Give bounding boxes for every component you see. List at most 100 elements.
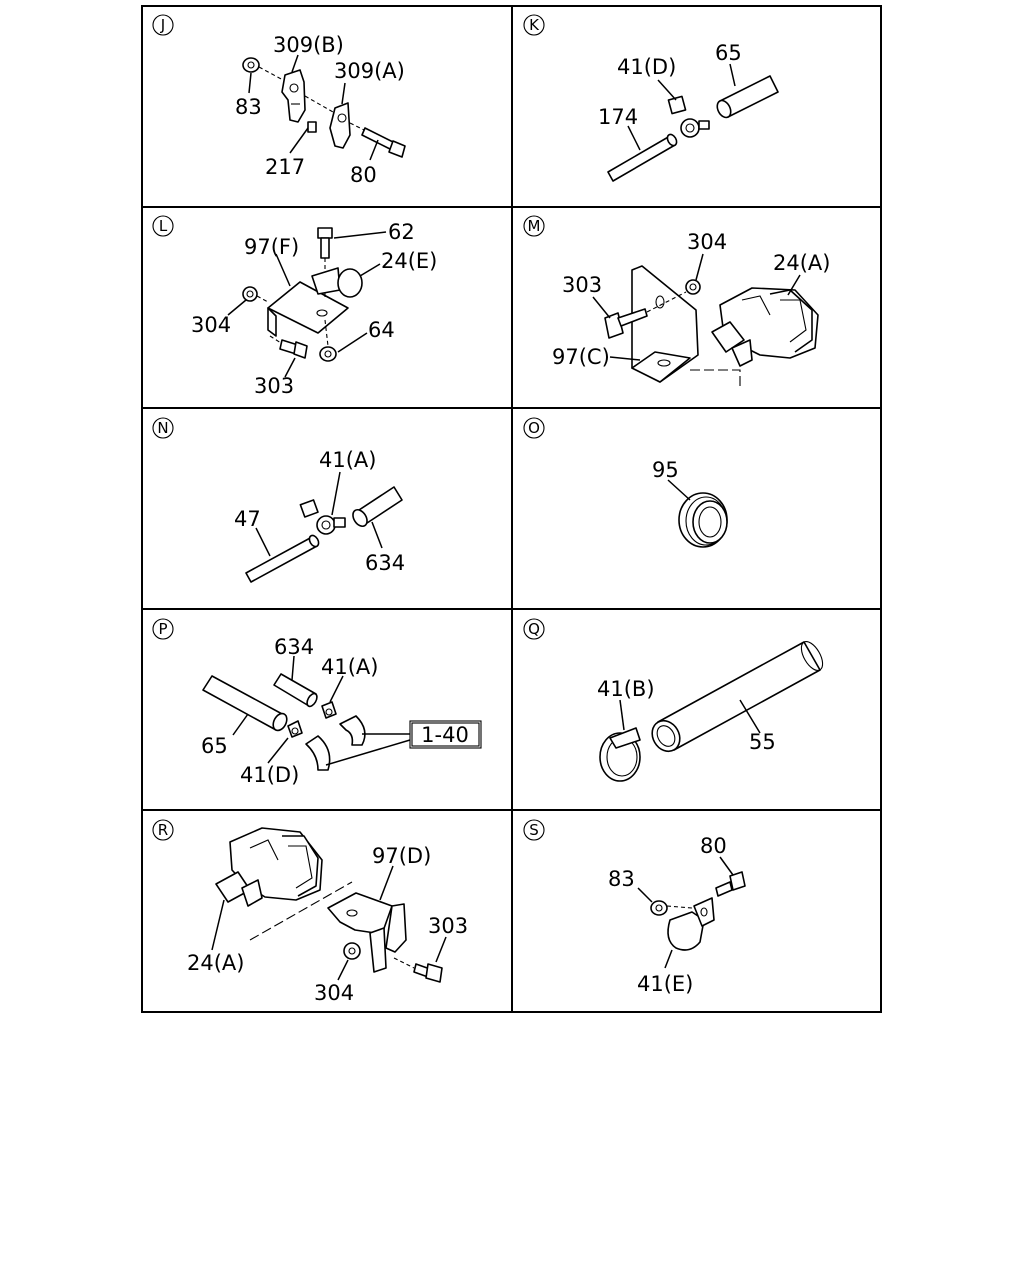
hose-icon xyxy=(352,486,403,528)
bracket-icon xyxy=(329,102,351,149)
panel-l: L xyxy=(152,215,437,398)
callout-label: 41(D) xyxy=(240,763,299,787)
panel-letter-j: J xyxy=(152,14,174,36)
hose-clamp-icon xyxy=(299,499,346,535)
svg-text:J: J xyxy=(160,16,165,34)
nut-icon xyxy=(343,942,361,960)
callout-label: 80 xyxy=(700,834,727,858)
callout-label: 174 xyxy=(598,105,638,129)
bracket-icon xyxy=(631,265,699,383)
callout-label: 47 xyxy=(234,507,261,531)
svg-text:P: P xyxy=(158,620,167,638)
pipe-icon xyxy=(607,133,678,182)
nut-icon xyxy=(242,57,260,73)
callout-label: 634 xyxy=(365,551,405,575)
hose-icon xyxy=(651,641,824,753)
callout-label: 62 xyxy=(388,220,415,244)
hose-icon xyxy=(716,75,779,119)
callout-label: 41(B) xyxy=(597,677,655,701)
panel-n: N 41(A) 47 634 xyxy=(152,417,405,583)
callout-label: 41(D) xyxy=(617,55,676,79)
grommet-icon xyxy=(678,492,728,548)
svg-text:O: O xyxy=(528,419,540,437)
hose-clamp-icon xyxy=(321,701,337,719)
nut-icon xyxy=(242,286,258,302)
svg-text:M: M xyxy=(528,217,541,235)
svg-text:S: S xyxy=(529,821,539,839)
panel-letter-k: K xyxy=(523,14,545,36)
panel-k: K 41(D) 65 174 xyxy=(523,14,779,182)
panel-m: M xyxy=(523,215,830,390)
callout-label: 634 xyxy=(274,635,314,659)
callout-label: 55 xyxy=(749,730,776,754)
panel-letter-p: P xyxy=(152,618,174,640)
panel-p: P 1-40 xyxy=(152,618,482,787)
svg-text:K: K xyxy=(529,16,540,34)
panel-letter-m: M xyxy=(523,215,545,237)
callout-label: 304 xyxy=(314,981,354,1005)
callout-label: 303 xyxy=(254,374,294,398)
callout-label: 65 xyxy=(715,41,742,65)
callout-label: 303 xyxy=(562,273,602,297)
bolt-icon xyxy=(279,339,308,359)
connector-icon xyxy=(711,287,819,367)
bolt-icon xyxy=(715,871,746,897)
hose-icon xyxy=(202,675,288,732)
hose-clip-icon xyxy=(667,897,715,951)
reference-box: 1-40 xyxy=(409,720,482,749)
hose-clamp-icon xyxy=(599,727,641,782)
pipe-icon xyxy=(245,534,320,583)
callout-label: 41(A) xyxy=(319,448,376,472)
callout-label: 83 xyxy=(608,867,635,891)
callout-label: 24(E) xyxy=(381,249,437,273)
callout-label: 304 xyxy=(191,313,231,337)
callout-label: 83 xyxy=(235,95,262,119)
callout-label: 65 xyxy=(201,734,228,758)
nut-icon xyxy=(685,279,701,295)
panel-q: Q 41(B) 55 xyxy=(523,618,824,782)
callout-label: 41(A) xyxy=(321,655,378,679)
bolt-icon xyxy=(413,963,443,983)
callout-label: 309(A) xyxy=(334,59,405,83)
callout-label: 64 xyxy=(368,318,395,342)
panel-s: S 80 83 41(E) xyxy=(523,819,746,996)
callout-label: 95 xyxy=(652,458,679,482)
clip-icon xyxy=(307,121,317,133)
bracket-icon xyxy=(281,69,306,123)
panel-grid xyxy=(141,5,882,1013)
svg-text:N: N xyxy=(157,419,168,437)
panel-letter-o: O xyxy=(523,417,545,439)
connector-icon xyxy=(215,827,323,907)
hose-icon xyxy=(273,673,318,708)
bolt-icon xyxy=(604,308,648,339)
bolt-icon xyxy=(361,127,406,158)
panel-letter-r: R xyxy=(152,819,174,841)
callout-label: 24(A) xyxy=(187,951,244,975)
panel-letter-s: S xyxy=(523,819,545,841)
hose-clamp-icon xyxy=(287,720,303,738)
callout-label: 309(B) xyxy=(273,33,344,57)
panel-letter-l: L xyxy=(152,215,174,237)
panel-o: O 95 xyxy=(523,417,728,548)
bracket-icon xyxy=(267,281,349,337)
panel-j: J 309(B) 309(A) 83 21 xyxy=(152,14,406,187)
svg-text:Q: Q xyxy=(528,620,540,638)
callout-label: 97(F) xyxy=(244,235,299,259)
nut-icon xyxy=(319,346,337,362)
nut-icon xyxy=(650,900,668,916)
callout-label: 97(C) xyxy=(552,345,610,369)
callout-label: 97(D) xyxy=(372,844,431,868)
reference-label: 1-40 xyxy=(421,723,469,747)
callout-label: 217 xyxy=(265,155,305,179)
panel-letter-n: N xyxy=(152,417,174,439)
panel-r: R xyxy=(152,819,468,1005)
callout-label: 304 xyxy=(687,230,727,254)
callout-label: 24(A) xyxy=(773,251,830,275)
svg-text:L: L xyxy=(159,217,168,235)
grommet-icon xyxy=(311,267,363,298)
hose-clamp-icon xyxy=(667,95,710,138)
hose-elbow-icon xyxy=(305,715,366,771)
callout-label: 80 xyxy=(350,163,377,187)
callout-label: 303 xyxy=(428,914,468,938)
